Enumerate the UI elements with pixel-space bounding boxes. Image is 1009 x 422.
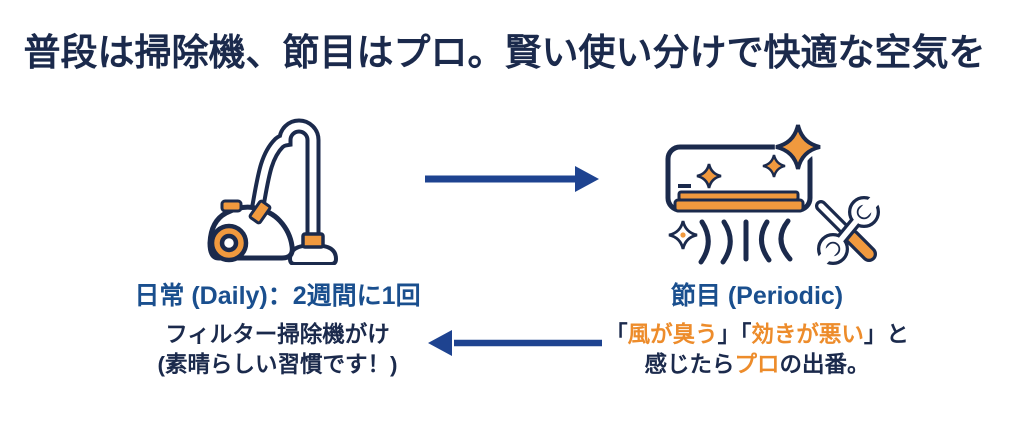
text-segment: プロ: [734, 352, 780, 377]
air-conditioner-cleaning-icon: [665, 122, 884, 270]
daily-body-line1: フィルター掃除機がけ: [165, 322, 390, 347]
daily-label-group: 日常 (Daily)：2週間に1回 フィルター掃除機がけ (素晴らしい習慣です！…: [90, 281, 465, 380]
wrench-icon: [813, 191, 884, 270]
text-segment: 効きが悪い: [751, 322, 864, 347]
arrow-right-icon: [425, 166, 599, 192]
vacuum-cleaner-icon: [207, 118, 339, 265]
airflow-lines: [698, 218, 793, 265]
daily-body-line2: (素晴らしい習慣です！): [157, 352, 398, 377]
periodic-body: 「風が臭う」「効きが悪い」と 感じたらプロの出番。: [567, 320, 947, 380]
page-title: 普段は掃除機、節目はプロ。賢い使い分けで快適な空気を: [23, 32, 986, 73]
periodic-body-line2: 感じたらプロの出番。: [567, 350, 947, 380]
daily-body: フィルター掃除機がけ (素晴らしい習慣です！): [90, 320, 465, 380]
text-segment: 感じたら: [644, 352, 735, 377]
periodic-label-group: 節目 (Periodic) 「風が臭う」「効きが悪い」と 感じたらプロの出番。: [567, 281, 947, 380]
text-segment: 風が臭う: [627, 322, 718, 347]
periodic-body-line1: 「風が臭う」「効きが悪い」と: [567, 320, 947, 350]
periodic-heading: 節目 (Periodic): [670, 282, 844, 310]
text-segment: の出番。: [779, 352, 870, 377]
text-segment: 」と: [863, 322, 909, 347]
arrow-left-icon: [428, 330, 602, 356]
text-segment: 」「: [717, 322, 752, 347]
daily-heading: 日常 (Daily)：2週間に1回: [134, 282, 421, 310]
text-segment: 「: [605, 322, 628, 347]
